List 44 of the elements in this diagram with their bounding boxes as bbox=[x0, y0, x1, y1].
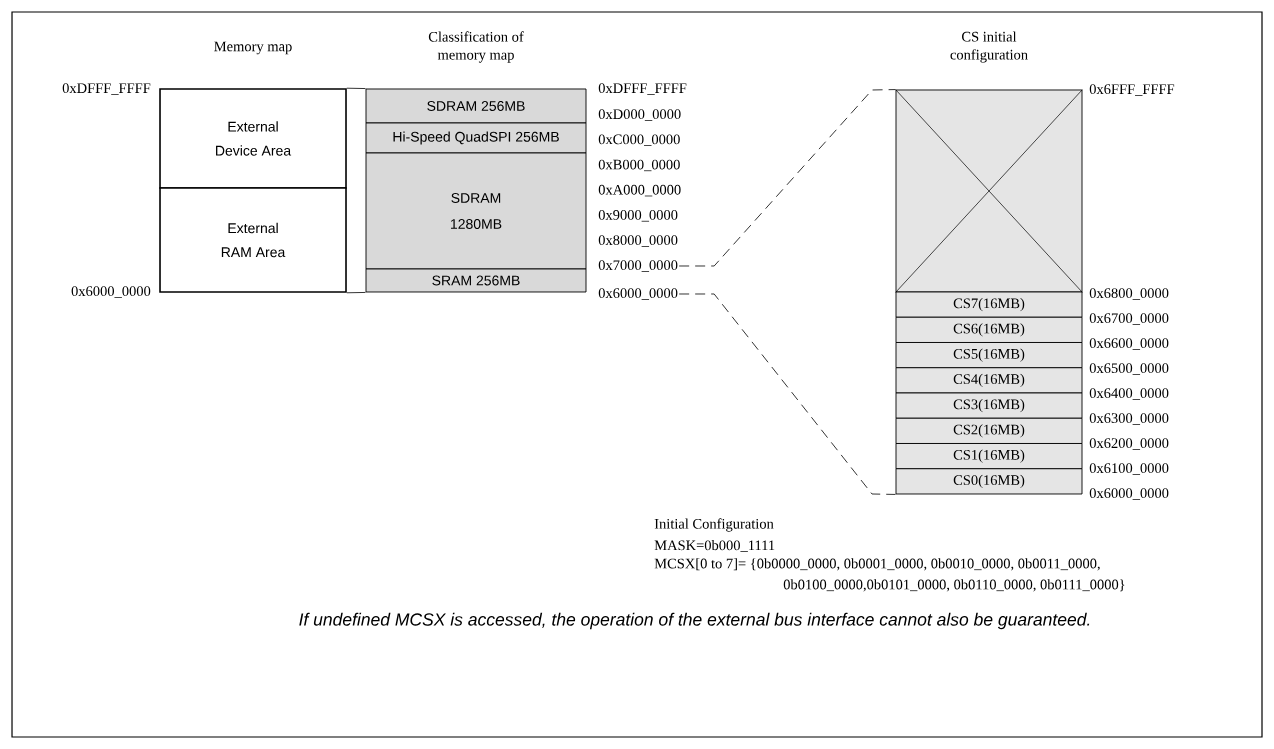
column-heading: CS initial configuration bbox=[950, 31, 1028, 63]
chip-select-box: CS1(16MB) bbox=[895, 443, 1083, 470]
address-label: 0x6000_0000 bbox=[71, 286, 151, 298]
region-box: SDRAM 256MB bbox=[365, 88, 587, 124]
connector-line bbox=[346, 292, 366, 294]
address-label: 0x6700_0000 bbox=[1089, 313, 1169, 325]
caption-text: If undefined MCSX is accessed, the operation of the external bus interface cannot also be guaranteed. bbox=[299, 612, 1090, 630]
address-label: 0x6800_0000 bbox=[1089, 288, 1169, 300]
region-box: SRAM 256MB bbox=[365, 268, 587, 293]
address-label: 0x7000_0000 bbox=[598, 260, 678, 272]
address-label: 0xC000_0000 bbox=[598, 134, 680, 146]
chip-select-box: CS0(16MB) bbox=[895, 468, 1083, 495]
connector-line bbox=[346, 87, 366, 89]
address-label: 0xDFFF_FFFF bbox=[62, 83, 151, 95]
chip-select-box: CS3(16MB) bbox=[895, 392, 1083, 419]
address-label: 0x6600_0000 bbox=[1089, 338, 1169, 350]
chip-select-box: CS6(16MB) bbox=[895, 316, 1083, 343]
address-label: 0x6500_0000 bbox=[1089, 363, 1169, 375]
address-label: 0x6400_0000 bbox=[1089, 388, 1169, 400]
address-label: 0xB000_0000 bbox=[598, 159, 680, 172]
dashed-line bbox=[678, 293, 896, 495]
chip-select-box: CS5(16MB) bbox=[895, 342, 1083, 369]
address-label: 0x6000_0000 bbox=[598, 288, 678, 300]
note-text: MASK=0b000_1111 bbox=[654, 540, 775, 552]
dashed-line bbox=[678, 89, 896, 267]
address-label: 0x6300_0000 bbox=[1089, 413, 1169, 425]
address-label: 0xA000_0000 bbox=[598, 184, 681, 197]
region-box: Hi-Speed QuadSPI 256MB bbox=[365, 122, 587, 154]
address-label: 0xD000_0000 bbox=[598, 109, 681, 121]
column-heading: Classification of memory map bbox=[428, 31, 524, 63]
address-label: 0xDFFF_FFFF bbox=[598, 83, 687, 95]
chip-select-box: CS7(16MB) bbox=[895, 291, 1083, 318]
address-label: 0x6100_0000 bbox=[1089, 463, 1169, 475]
chip-select-box: CS4(16MB) bbox=[895, 367, 1083, 394]
memory-region-box: External RAM Area bbox=[159, 187, 347, 293]
note-text: MCSX[0 to 7]= {0b0000_0000, 0b0001_0000, 0b0010_0000, 0b0011_0000, 0b0100_0000,0b0101_0000, 0b0110_0000, 0b0111_0000} bbox=[654, 558, 1125, 592]
memory-region-box: External Device Area bbox=[159, 88, 347, 189]
address-label: 0x8000_0000 bbox=[598, 235, 678, 247]
address-label: 0x6200_0000 bbox=[1089, 438, 1169, 450]
address-label: 0x6000_0000 bbox=[1089, 488, 1169, 500]
column-heading: Memory map bbox=[214, 41, 292, 55]
chip-select-box: CS2(16MB) bbox=[895, 417, 1083, 444]
address-label: 0x6FFF_FFFF bbox=[1089, 84, 1175, 96]
note-text: Initial Configuration bbox=[654, 518, 774, 532]
